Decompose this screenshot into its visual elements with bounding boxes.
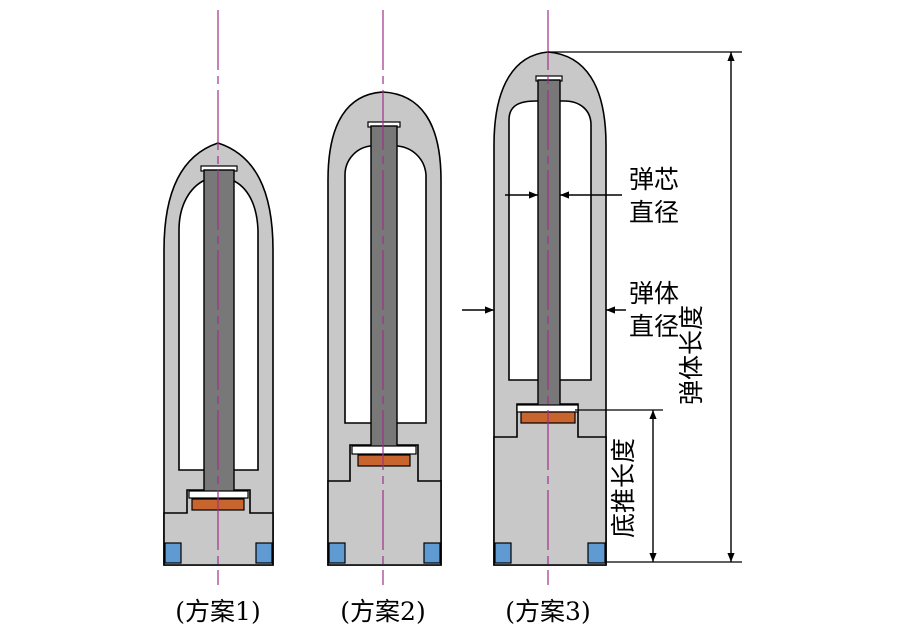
design-1: (方案1) [163, 10, 274, 626]
body-length-label: 弹体长度 [677, 305, 706, 405]
core-diameter-label-line1: 弹芯 [629, 165, 679, 194]
design-1-core [203, 169, 235, 501]
base-push-length-label: 底推长度 [609, 438, 638, 538]
design-1-band-left [164, 542, 182, 564]
core-diameter-label-line2: 直径 [629, 198, 679, 227]
design-2-base-step [327, 444, 442, 566]
design-1-caption: (方案1) [175, 597, 260, 626]
design-3-band-left [494, 542, 512, 564]
body-diameter-dimension: 弹体 直径 [462, 279, 679, 341]
core-diameter-dimension: 弹芯 直径 [505, 165, 679, 227]
design-2: (方案2) [327, 10, 442, 626]
design-3-band-right [587, 542, 606, 564]
design-2-copper-pusher [357, 454, 411, 467]
design-1-band-right [255, 542, 273, 564]
base-push-length-dimension: 底推长度 [575, 409, 663, 562]
design-2-band-right [423, 542, 441, 564]
design-3-caption: (方案3) [505, 597, 590, 626]
design-2-core [370, 125, 398, 455]
design-2-caption: (方案2) [340, 597, 425, 626]
design-3: (方案3) [493, 10, 607, 626]
body-length-dimension: 弹体长度 [548, 51, 742, 563]
design-3-base-step [493, 403, 607, 566]
design-2-pusher-plate [351, 445, 417, 455]
body-diameter-label-line1: 弹体 [629, 279, 679, 308]
body-diameter-label-line2: 直径 [629, 312, 679, 341]
design-3-core [537, 79, 561, 411]
design-2-band-left [328, 542, 346, 564]
